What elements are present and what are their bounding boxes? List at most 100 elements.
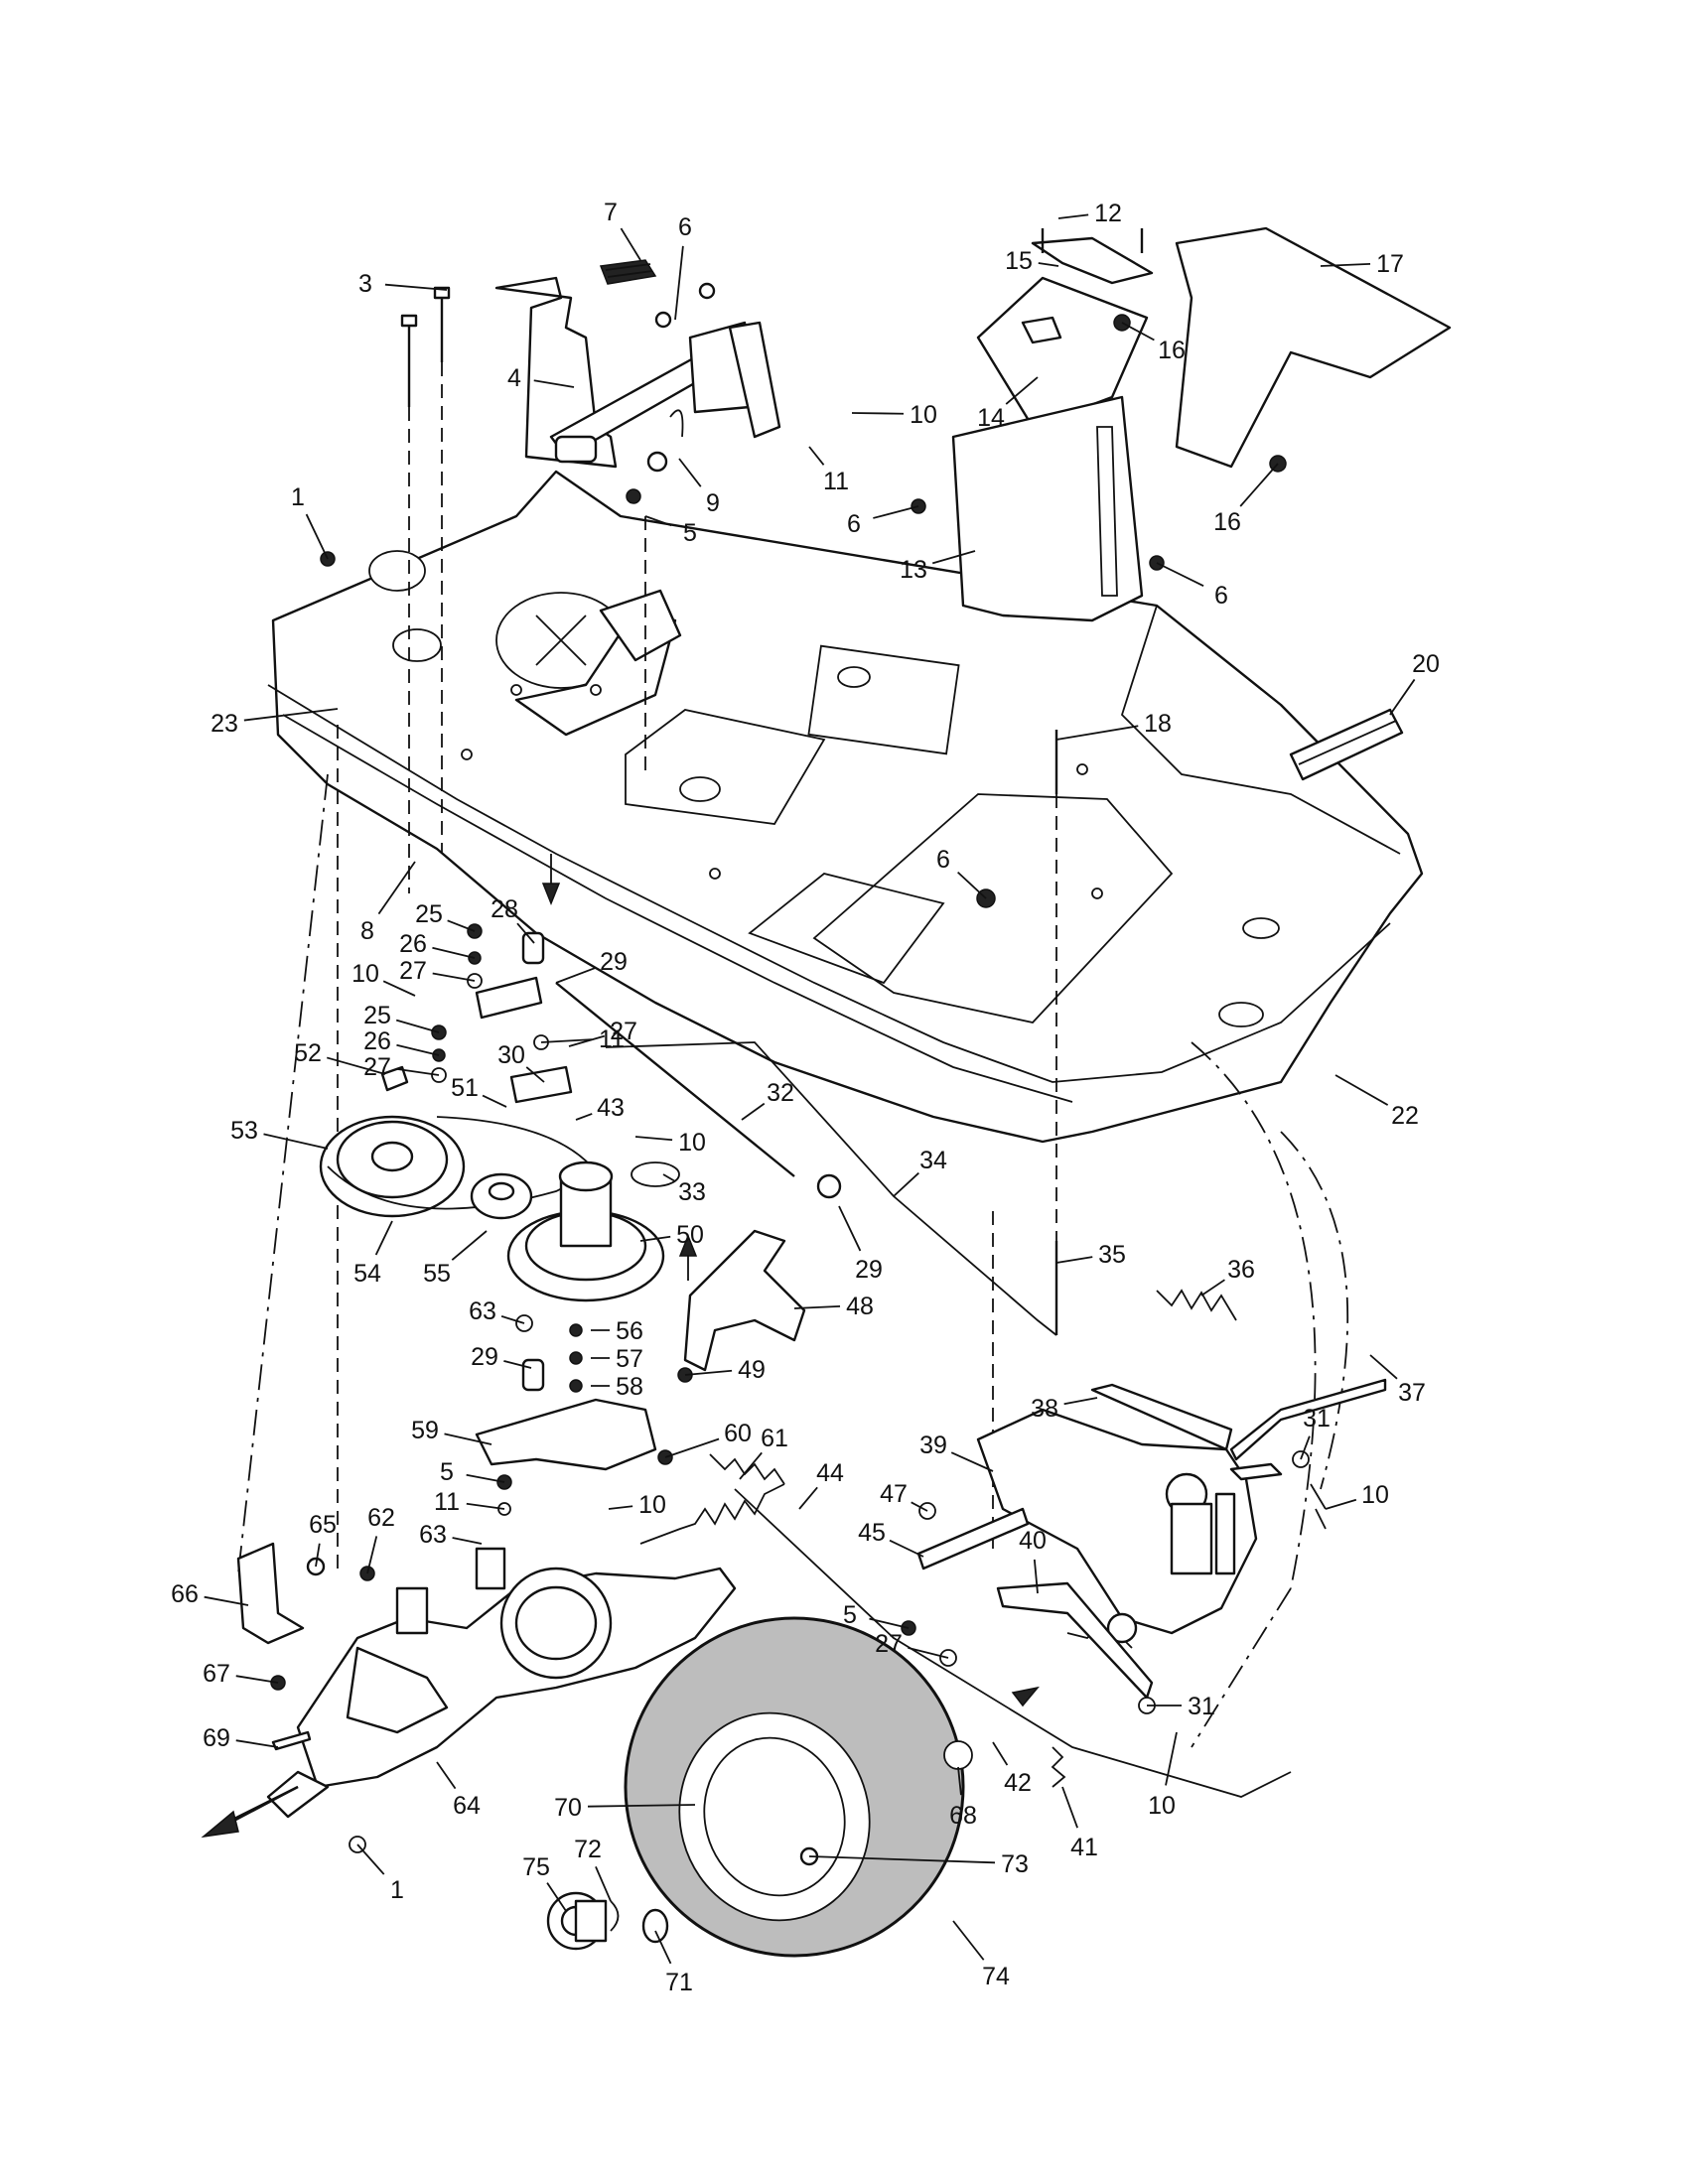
leader-line (739, 1451, 763, 1480)
callout-number: 51 (451, 1074, 479, 1102)
callout-number: 5 (440, 1458, 454, 1486)
leader-line (950, 1451, 994, 1472)
callout-number: 38 (1031, 1395, 1058, 1423)
leader-line (684, 1369, 733, 1376)
leader-line (911, 1501, 928, 1512)
callout-c26a: 26 (399, 930, 476, 959)
callout-number: 60 (724, 1420, 752, 1447)
callout-number: 58 (616, 1373, 643, 1401)
callout-number: 13 (900, 556, 927, 584)
callout-number: 27 (610, 1018, 637, 1045)
leader-line (889, 1539, 924, 1558)
leader-line (466, 1502, 505, 1510)
leader-line (620, 227, 641, 261)
callout-c28: 28 (491, 895, 535, 944)
leader-line (1121, 322, 1155, 341)
leader-line (1063, 1397, 1098, 1406)
callout-c29a: 29 (555, 948, 628, 984)
callout-c23: 23 (210, 708, 339, 738)
callout-number: 37 (1398, 1379, 1426, 1407)
leader-line (1165, 1731, 1178, 1786)
handle-grip (1289, 708, 1404, 781)
leader-line (482, 1094, 507, 1108)
callout-number: 10 (1148, 1792, 1176, 1820)
callout-number: 62 (367, 1504, 395, 1532)
leader-line (540, 1038, 593, 1043)
callout-number: 6 (936, 846, 950, 874)
callout-number: 44 (816, 1459, 844, 1487)
callout-c58: 58 (591, 1373, 643, 1401)
callout-number: 42 (1004, 1769, 1032, 1797)
callout-number: 7 (604, 199, 618, 226)
leader-line (1200, 1279, 1225, 1297)
callout-number: 16 (1158, 337, 1186, 364)
callout-c42: 42 (992, 1741, 1032, 1797)
callout-number: 16 (1213, 508, 1241, 536)
brake-linkage (916, 1378, 1387, 1714)
leader-line (1156, 562, 1204, 587)
callout-number: 68 (949, 1802, 977, 1830)
callout-number: 49 (738, 1356, 766, 1384)
callout-number: 27 (875, 1630, 903, 1658)
leader-line (674, 245, 684, 321)
bracket-66 (236, 1542, 326, 1691)
callout-number: 9 (706, 489, 720, 517)
leader-line (1057, 213, 1089, 219)
callout-number: 50 (676, 1221, 704, 1249)
callout-c62: 62 (366, 1504, 395, 1574)
leader-line (1033, 1559, 1039, 1594)
leader-line (1055, 1256, 1093, 1264)
bracket-48 (677, 1229, 806, 1383)
callout-c36: 36 (1200, 1256, 1255, 1297)
callout-number: 47 (880, 1480, 908, 1508)
callout-c27d: 27 (875, 1630, 949, 1659)
leader-line (466, 1473, 505, 1483)
leader-line (356, 1843, 385, 1875)
callout-c6a: 6 (674, 213, 692, 321)
callout-c17: 17 (1320, 250, 1404, 278)
pedal-assembly (494, 259, 781, 469)
callout-number: 5 (843, 1601, 857, 1629)
callout-number: 26 (363, 1027, 391, 1055)
callout-number: 35 (1098, 1241, 1126, 1269)
callout-c27a: 27 (399, 957, 476, 985)
leader-line (793, 1305, 841, 1309)
callout-c27b: 27 (363, 1053, 440, 1081)
callout-c25b: 25 (363, 1002, 440, 1033)
callout-number: 36 (1227, 1256, 1255, 1284)
callout-c9: 9 (678, 458, 720, 517)
leader-line (1239, 463, 1279, 507)
leader-line (957, 871, 987, 899)
arrow-left (201, 1785, 299, 1839)
leader-line (533, 379, 575, 388)
callout-c51: 51 (451, 1074, 507, 1108)
leader-line (662, 1173, 676, 1182)
callout-c10e: 10 (608, 1491, 666, 1519)
leader-line (555, 967, 596, 984)
leader-line (546, 1882, 567, 1912)
callout-c15: 15 (1005, 247, 1059, 275)
arrows-up (541, 854, 1040, 1707)
callout-c41: 41 (1061, 1786, 1098, 1861)
callout-number: 15 (1005, 247, 1033, 275)
callout-number: 27 (399, 957, 427, 985)
callout-c75: 75 (522, 1853, 567, 1912)
callout-number: 33 (678, 1178, 706, 1206)
callout-c16b: 16 (1213, 463, 1279, 536)
wheel-hardware (546, 1620, 973, 1951)
callout-number: 61 (761, 1425, 788, 1452)
callout-number: 69 (203, 1724, 230, 1752)
leader-line (384, 283, 448, 291)
leader-line (952, 1920, 985, 1961)
callout-c10a: 10 (851, 401, 937, 429)
leader-line (1055, 725, 1139, 741)
callout-number: 56 (616, 1317, 643, 1345)
leader-line (395, 1019, 440, 1033)
leader-line (235, 1675, 279, 1684)
leader-line (1369, 1354, 1398, 1380)
leader-line (873, 505, 919, 519)
callout-c6c: 6 (1156, 562, 1228, 610)
callout-number: 32 (767, 1079, 794, 1107)
callout-number: 31 (1188, 1693, 1215, 1720)
callout-number: 6 (847, 510, 861, 538)
